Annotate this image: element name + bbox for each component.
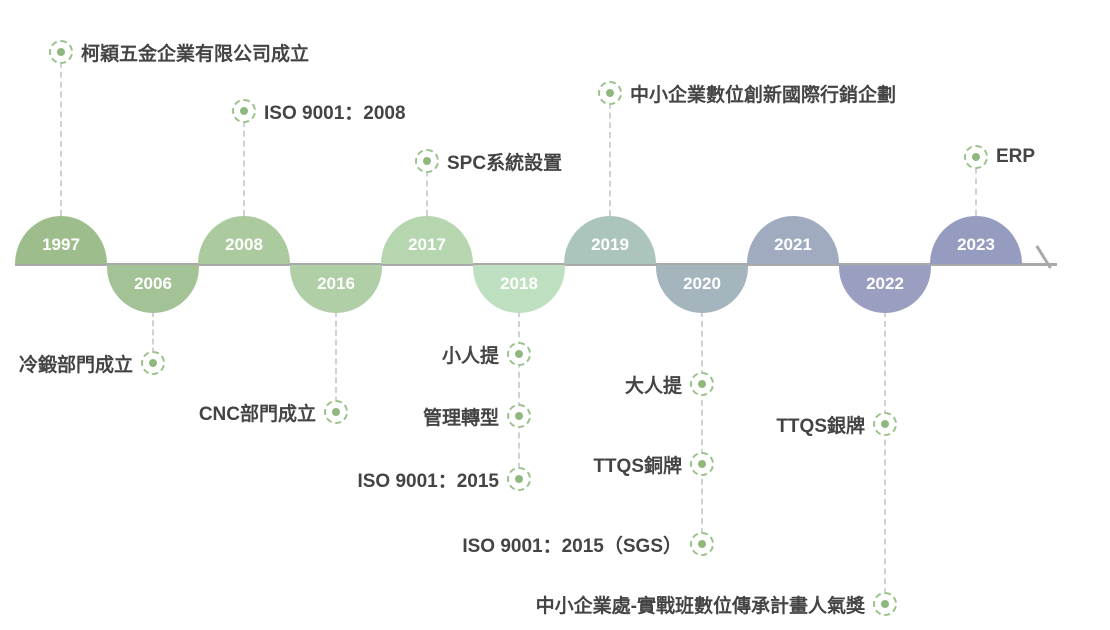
connector-line xyxy=(609,93,611,216)
year-marker-1997: 1997 xyxy=(15,216,107,264)
event-label: ISO 9001：2015 xyxy=(357,470,499,492)
event-label: TTQS銀牌 xyxy=(776,415,865,437)
event-label: TTQS銅牌 xyxy=(593,455,682,477)
connector-line xyxy=(884,311,886,604)
year-marker-2020: 2020 xyxy=(656,265,748,313)
connector-line xyxy=(518,311,520,479)
connector-line xyxy=(701,311,703,544)
connector-line xyxy=(152,311,154,363)
dotted-circle-icon xyxy=(49,40,73,64)
year-marker-2018: 2018 xyxy=(473,265,565,313)
timeline-event: 大人提 xyxy=(625,370,714,398)
event-label: 冷鍛部門成立 xyxy=(18,354,133,376)
timeline-event: CNC部門成立 xyxy=(199,398,348,426)
event-label: SPC系統設置 xyxy=(447,152,563,174)
connector-line xyxy=(426,161,428,216)
event-label: 柯穎五金企業有限公司成立 xyxy=(81,43,310,65)
dotted-circle-icon xyxy=(415,149,439,173)
dotted-circle-icon xyxy=(232,99,256,123)
dotted-circle-icon xyxy=(690,372,714,396)
timeline-event: 冷鍛部門成立 xyxy=(19,349,165,377)
dotted-circle-icon xyxy=(873,592,897,616)
timeline-event: 中小企業處-實戰班數位傳承計畫人氣獎 xyxy=(536,590,897,618)
year-marker-2022: 2022 xyxy=(839,265,931,313)
timeline-event: 柯穎五金企業有限公司成立 xyxy=(49,38,309,66)
year-marker-2019: 2019 xyxy=(564,216,656,264)
event-label: 管理轉型 xyxy=(422,407,499,429)
connector-line xyxy=(335,311,337,412)
timeline-event: TTQS銅牌 xyxy=(593,450,714,478)
event-label: CNC部門成立 xyxy=(198,403,316,425)
year-marker-2008: 2008 xyxy=(198,216,290,264)
dotted-circle-icon xyxy=(324,400,348,424)
connector-line xyxy=(60,52,62,216)
year-marker-2023: 2023 xyxy=(930,216,1022,264)
event-label: 中小企業處-實戰班數位傳承計畫人氣獎 xyxy=(535,595,865,617)
year-marker-2017: 2017 xyxy=(381,216,473,264)
timeline-event: ISO 9001：2008 xyxy=(232,97,406,125)
connector-line xyxy=(975,157,977,216)
event-label: 大人提 xyxy=(624,375,682,397)
dotted-circle-icon xyxy=(507,404,531,428)
dotted-circle-icon xyxy=(141,351,165,375)
dotted-circle-icon xyxy=(873,412,897,436)
timeline-event: 小人提 xyxy=(442,340,531,368)
dotted-circle-icon xyxy=(507,467,531,491)
connector-line xyxy=(243,111,245,216)
event-label: ISO 9001：2015（SGS） xyxy=(462,535,682,557)
dotted-circle-icon xyxy=(964,145,988,169)
timeline-event: SPC系統設置 xyxy=(415,147,562,175)
timeline-event: ERP xyxy=(964,143,1035,171)
timeline-axis xyxy=(15,263,1057,266)
year-marker-2016: 2016 xyxy=(290,265,382,313)
year-marker-2006: 2006 xyxy=(107,265,199,313)
event-label: 小人提 xyxy=(441,345,499,367)
timeline-event: ISO 9001：2015（SGS） xyxy=(462,530,714,558)
timeline-event: 管理轉型 xyxy=(423,402,531,430)
dotted-circle-icon xyxy=(690,532,714,556)
dotted-circle-icon xyxy=(690,452,714,476)
dotted-circle-icon xyxy=(598,81,622,105)
timeline-event: TTQS銀牌 xyxy=(776,410,897,438)
timeline-event: 中小企業數位創新國際行銷企劃 xyxy=(598,79,896,107)
year-marker-2021: 2021 xyxy=(747,216,839,264)
timeline-event: ISO 9001：2015 xyxy=(357,465,531,493)
event-label: ISO 9001：2008 xyxy=(264,102,406,124)
event-label: ERP xyxy=(996,146,1036,167)
dotted-circle-icon xyxy=(507,342,531,366)
event-label: 中小企業數位創新國際行銷企劃 xyxy=(630,84,897,106)
